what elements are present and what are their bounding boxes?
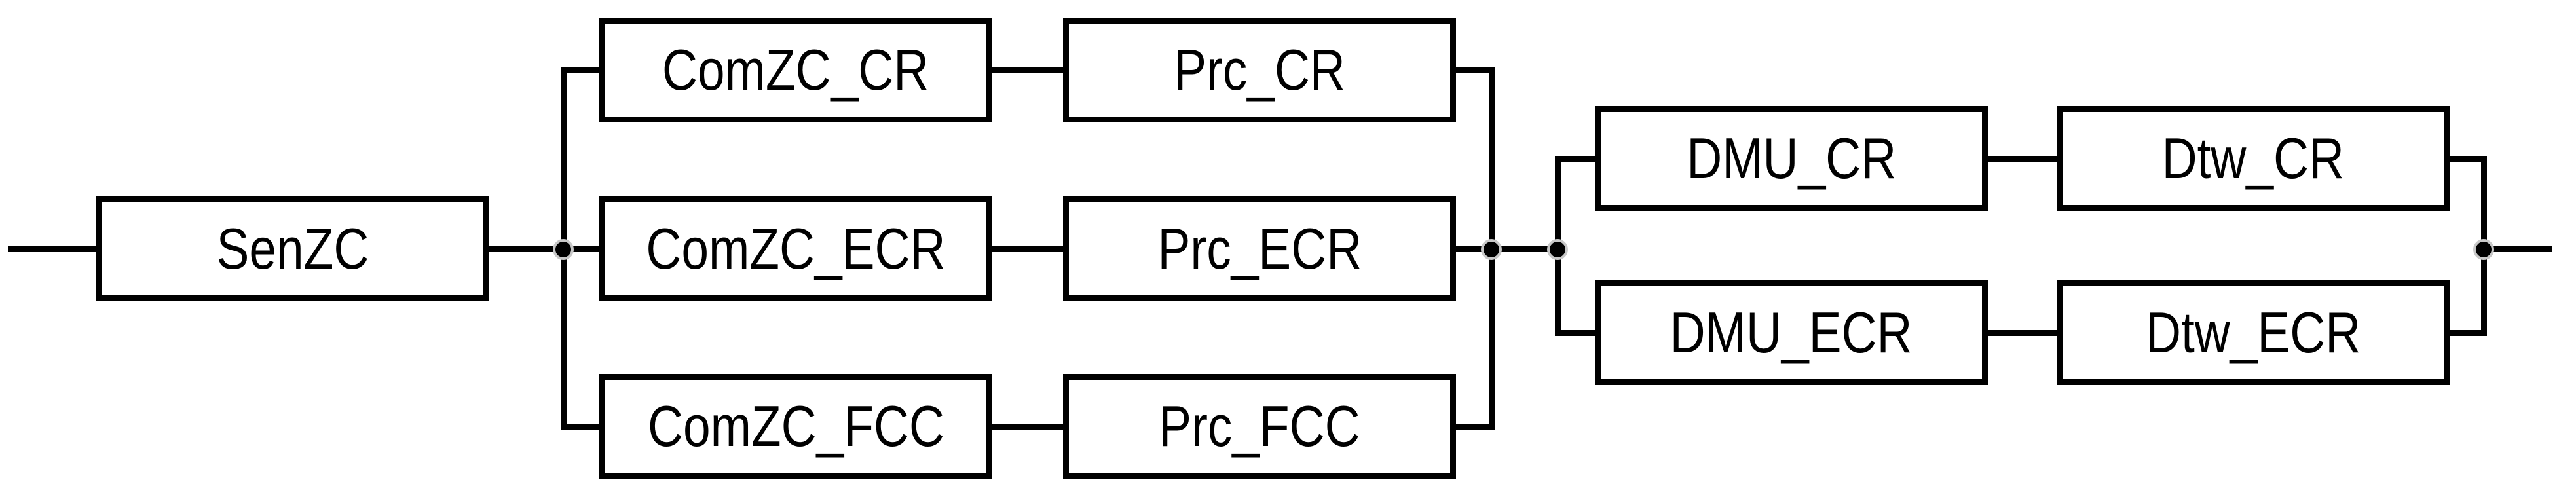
wire-split1-to-comzc-ecr — [561, 246, 602, 252]
block-label: ComZC_FCC — [647, 394, 944, 458]
wire-dmu-ecr-to-dtw-ecr — [1985, 330, 2059, 336]
junction-dot — [1547, 239, 1568, 260]
block-dmu-cr: DMU_CR — [1595, 106, 1988, 211]
wire-split2-to-dmu-ecr — [1555, 330, 1597, 336]
wire-comzc-ecr-to-prc-ecr — [990, 246, 1066, 252]
block-comzc-ecr: ComZC_ECR — [599, 196, 992, 301]
wire-split1-to-comzc-fcc — [561, 424, 602, 430]
junction-dot — [1481, 239, 1502, 260]
block-dmu-ecr: DMU_ECR — [1595, 280, 1988, 385]
wire-dtw-ecr-to-bus — [2447, 330, 2486, 336]
block-dtw-ecr: Dtw_ECR — [2057, 280, 2450, 385]
wire-dtw-cr-to-bus — [2447, 156, 2486, 162]
wire-dmu-cr-to-dtw-cr — [1985, 156, 2059, 162]
block-prc-cr: Prc_CR — [1063, 18, 1456, 122]
junction-dot — [553, 239, 574, 260]
wire-split1-to-comzc-cr — [561, 67, 602, 73]
wire-bus-link — [1489, 246, 1560, 252]
block-label: Dtw_CR — [2161, 126, 2345, 191]
wire-prc-ecr-to-bus — [1453, 246, 1494, 252]
wire-input — [8, 246, 99, 252]
wire-comzc-fcc-to-prc-fcc — [990, 424, 1066, 430]
block-label: Prc_CR — [1174, 37, 1345, 102]
block-label: DMU_ECR — [1670, 300, 1913, 365]
wire-output — [2481, 246, 2552, 252]
block-label: Dtw_ECR — [2145, 300, 2361, 365]
wire-prc-fcc-to-bus — [1453, 424, 1494, 430]
block-label: ComZC_CR — [662, 37, 929, 102]
block-label: Prc_ECR — [1157, 216, 1362, 281]
block-comzc-cr: ComZC_CR — [599, 18, 992, 122]
block-dtw-cr: Dtw_CR — [2057, 106, 2450, 211]
block-label: DMU_CR — [1686, 126, 1896, 191]
block-senzc: SenZC — [96, 196, 489, 301]
junction-dot — [2473, 239, 2494, 260]
block-prc-fcc: Prc_FCC — [1063, 374, 1456, 479]
wire-prc-cr-to-bus — [1453, 67, 1494, 73]
wire-split2-to-dmu-cr — [1555, 156, 1597, 162]
block-label: ComZC_ECR — [646, 216, 946, 281]
wire-senzc-to-junction — [483, 246, 566, 252]
wire-comzc-cr-to-prc-cr — [990, 67, 1066, 73]
block-prc-ecr: Prc_ECR — [1063, 196, 1456, 301]
block-comzc-fcc: ComZC_FCC — [599, 374, 992, 479]
block-label: SenZC — [216, 216, 369, 281]
block-label: Prc_FCC — [1159, 394, 1360, 458]
